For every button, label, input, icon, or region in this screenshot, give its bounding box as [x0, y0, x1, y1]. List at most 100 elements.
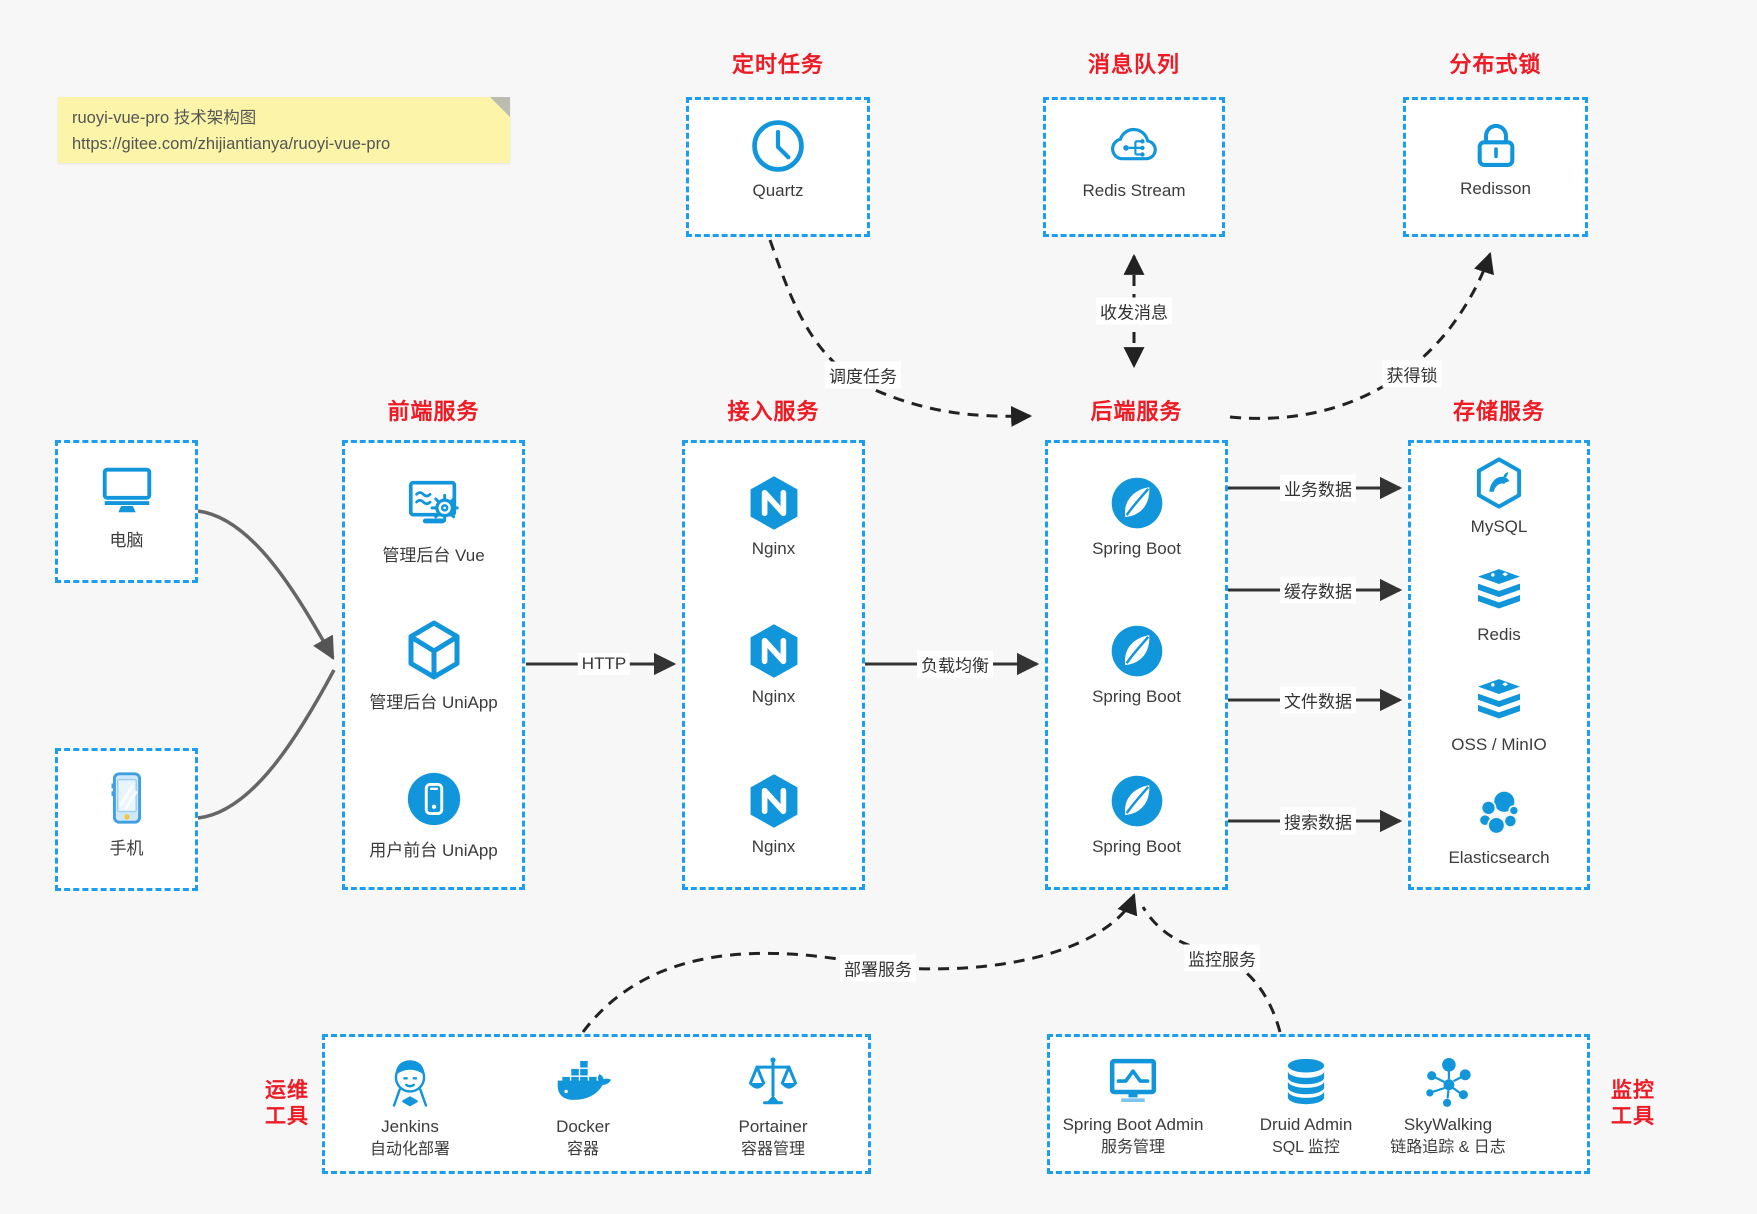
sticky-note: ruoyi-vue-pro 技术架构图 https://gitee.com/zh… — [58, 97, 510, 163]
node-portainer: Portainer 容器管理 — [688, 1053, 858, 1161]
redis-icon — [1471, 563, 1527, 619]
node-label: 管理后台 UniApp — [369, 693, 498, 712]
box-pc-client: 电脑 — [55, 440, 198, 583]
druid-icon — [1277, 1053, 1335, 1111]
node-admin-vue: 管理后台 Vue — [345, 473, 522, 566]
node-desc: SQL 监控 — [1272, 1138, 1340, 1156]
node-label: Redis Stream — [1082, 181, 1186, 200]
note-title: ruoyi-vue-pro 技术架构图 — [72, 109, 257, 127]
node-mysql: MySQL — [1411, 455, 1587, 537]
node-label: Spring Boot — [1092, 837, 1181, 856]
clock-icon — [748, 116, 808, 176]
node-druid-admin: Druid Admin SQL 监控 — [1221, 1053, 1391, 1159]
title-scheduled-task: 定时任务 — [731, 52, 824, 77]
spring-boot-admin-icon — [1104, 1053, 1162, 1111]
node-desc: 服务管理 — [1100, 1138, 1165, 1156]
node-label: OSS / MinIO — [1451, 735, 1547, 754]
title-distributed-lock: 分布式锁 — [1449, 52, 1542, 77]
node-springboot-1: Spring Boot — [1048, 473, 1225, 559]
node-quartz: Quartz — [689, 116, 867, 201]
node-spring-boot-admin: Spring Boot Admin 服务管理 — [1048, 1053, 1218, 1159]
edge-deploy-service — [581, 893, 1138, 1033]
portainer-icon — [743, 1053, 803, 1113]
node-desc: 容器管理 — [740, 1140, 805, 1158]
node-desc: 链路追踪 & 日志 — [1390, 1138, 1506, 1156]
box-redisson: Redisson — [1403, 97, 1588, 237]
title-line: 监控 — [1611, 1079, 1655, 1102]
note-fold-corner — [490, 97, 510, 117]
edge-label-send-receive-message: 收发消息 — [1096, 297, 1172, 325]
node-label: Spring Boot Admin — [1062, 1115, 1204, 1134]
node-redis-stream: Redis Stream — [1046, 116, 1222, 201]
box-monitor-tools: Spring Boot Admin 服务管理 Druid Admin SQL 监… — [1047, 1034, 1590, 1174]
node-label: MySQL — [1470, 517, 1528, 536]
node-label: SkyWalking — [1403, 1115, 1493, 1134]
nginx-icon — [744, 473, 804, 533]
node-elasticsearch: Elasticsearch — [1411, 786, 1587, 868]
node-desc: 自动化部署 — [369, 1140, 450, 1158]
uniapp-cube-icon — [402, 618, 466, 682]
title-ops-tools: 运维 工具 — [247, 1078, 327, 1131]
lock-icon — [1467, 116, 1525, 174]
title-gateway-services: 接入服务 — [727, 399, 820, 424]
edge-label-file-data: 文件数据 — [1280, 686, 1356, 714]
edge-label-monitor-service: 监控服务 — [1184, 944, 1260, 972]
box-gateway-services: Nginx Nginx Nginx — [682, 440, 865, 890]
title-storage-services: 存储服务 — [1452, 399, 1545, 424]
node-label: Jenkins — [381, 1117, 439, 1136]
node-phone: 手机 — [58, 767, 195, 859]
node-jenkins: Jenkins 自动化部署 — [325, 1053, 495, 1161]
edge-label-deploy-service: 部署服务 — [840, 954, 916, 982]
node-label: Redisson — [1460, 179, 1531, 198]
edge-label-search-data: 搜索数据 — [1280, 807, 1356, 835]
node-label: Nginx — [751, 837, 796, 856]
node-redisson: Redisson — [1406, 116, 1585, 199]
edge-label-business-data: 业务数据 — [1280, 474, 1356, 502]
cloud-stream-icon — [1104, 116, 1164, 176]
desktop-icon — [96, 459, 158, 521]
node-springboot-2: Spring Boot — [1048, 621, 1225, 707]
box-ops-tools: Jenkins 自动化部署 Docker 容器 Portainer 容器管理 — [322, 1034, 871, 1174]
edge-label-schedule-task: 调度任务 — [825, 361, 901, 389]
title-frontend-services: 前端服务 — [387, 399, 480, 424]
edge-pc-to-frontend — [197, 509, 335, 660]
phone-icon — [96, 767, 158, 829]
box-backend-services: Spring Boot Spring Boot Spring Boot — [1045, 440, 1228, 890]
jenkins-icon — [380, 1053, 440, 1113]
edge-schedule-task — [768, 239, 1033, 427]
admin-vue-icon — [403, 473, 465, 535]
nginx-icon — [744, 621, 804, 681]
node-user-uniapp: 用户前台 UniApp — [345, 768, 522, 861]
node-label: Elasticsearch — [1448, 848, 1550, 867]
box-storage-services: MySQL Redis OSS / MinIO Elasticsearch — [1408, 440, 1590, 890]
node-label: Spring Boot — [1092, 539, 1181, 558]
spring-boot-icon — [1107, 473, 1167, 533]
node-label: 手机 — [109, 839, 144, 858]
node-label: Nginx — [751, 539, 796, 558]
node-label: Nginx — [751, 687, 796, 706]
title-message-queue: 消息队列 — [1087, 52, 1180, 77]
elasticsearch-icon — [1471, 786, 1527, 842]
node-label: 电脑 — [109, 531, 144, 550]
box-redis-stream: Redis Stream — [1043, 97, 1225, 237]
node-desc: 容器 — [566, 1140, 599, 1158]
box-quartz: Quartz — [686, 97, 870, 237]
note-url: https://gitee.com/zhijiantianya/ruoyi-vu… — [72, 134, 391, 153]
node-skywalking: SkyWalking 链路追踪 & 日志 — [1363, 1053, 1533, 1159]
title-line: 工具 — [265, 1105, 309, 1129]
docker-icon — [553, 1053, 613, 1113]
node-nginx-3: Nginx — [685, 771, 862, 857]
title-line: 工具 — [1611, 1105, 1655, 1129]
node-label: Docker — [556, 1117, 610, 1136]
box-mobile-client: 手机 — [55, 748, 198, 891]
edge-label-load-balance: 负载均衡 — [917, 650, 993, 678]
node-label: Portainer — [738, 1117, 808, 1136]
oss-minio-icon — [1471, 673, 1527, 729]
node-label: 管理后台 Vue — [382, 546, 485, 565]
node-springboot-3: Spring Boot — [1048, 771, 1225, 857]
edge-phone-to-frontend — [197, 669, 336, 820]
node-redis: Redis — [1411, 563, 1587, 645]
node-pc: 电脑 — [58, 459, 195, 551]
spring-boot-icon — [1107, 621, 1167, 681]
